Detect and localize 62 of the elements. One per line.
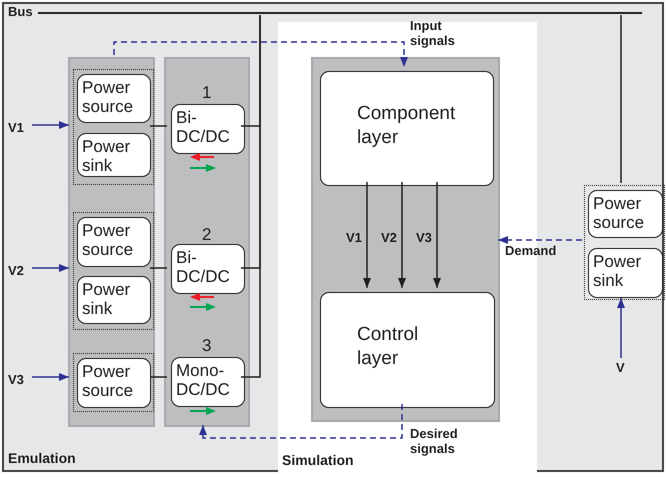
rounded-box [77, 133, 151, 177]
rounded-box [77, 74, 151, 123]
signal-arrow [113, 41, 408, 67]
box-label: Power source [82, 78, 134, 116]
converter-number: 1 [202, 84, 212, 102]
layer-box [320, 71, 494, 186]
connector-line [620, 15, 622, 183]
converter-number: 3 [202, 337, 212, 355]
box-label: Power source [82, 362, 134, 400]
edge-label: V3 [416, 230, 433, 245]
column-panel [164, 57, 250, 427]
edge-label: V2 [381, 230, 398, 245]
box-label: Component layer [357, 102, 456, 150]
box-label: Power sink [82, 137, 132, 175]
dotted-group [73, 212, 154, 330]
signal-arrow [199, 404, 403, 439]
signal-name: V3 [8, 372, 24, 387]
signal-name: V2 [8, 263, 24, 278]
rounded-box [588, 190, 663, 238]
signal-name: V [616, 360, 625, 375]
rounded-box [171, 104, 245, 154]
box-label: Power source [82, 221, 134, 259]
emulation-panel [2, 2, 664, 472]
arrow [32, 121, 69, 129]
box-label: Bi- DC/DC [176, 108, 231, 146]
arrow [433, 182, 441, 288]
column-panel [311, 57, 500, 422]
edge-label: Desired signals [410, 426, 459, 456]
converter-number: 2 [202, 226, 212, 244]
dotted-group [584, 185, 665, 300]
edge-label: Demand [505, 243, 558, 258]
box-label: Control layer [357, 323, 420, 371]
arrow [32, 264, 69, 272]
arrow [363, 182, 371, 288]
panel-title: Emulation [8, 451, 76, 466]
bus-line [8, 5, 642, 17]
panel-title: Simulation [282, 453, 354, 468]
dotted-group [73, 69, 154, 185]
box-label: Power sink [82, 280, 132, 318]
rounded-box [588, 248, 663, 298]
connector-line [150, 376, 167, 378]
rounded-box [77, 276, 151, 324]
layer-box [320, 292, 495, 408]
signal-arrow [498, 236, 582, 244]
rounded-box [171, 244, 245, 294]
edge-label: Input signals [410, 18, 456, 48]
rounded-box [77, 217, 151, 267]
box-label: Power source [593, 194, 646, 232]
rounded-box [171, 357, 245, 407]
column-panel [68, 57, 155, 427]
edge-label: V1 [346, 230, 363, 245]
connector-line [150, 125, 167, 127]
box-label: Mono- DC/DC [176, 361, 231, 399]
bus-label: Bus [8, 4, 33, 19]
connector-line [150, 267, 167, 269]
arrow [398, 182, 406, 288]
box-label: Bi- DC/DC [176, 248, 231, 286]
box-label: Power sink [593, 252, 642, 290]
signal-name: V1 [8, 120, 24, 135]
arrow [617, 298, 625, 358]
connector-line [241, 15, 261, 378]
arrow [32, 373, 69, 381]
